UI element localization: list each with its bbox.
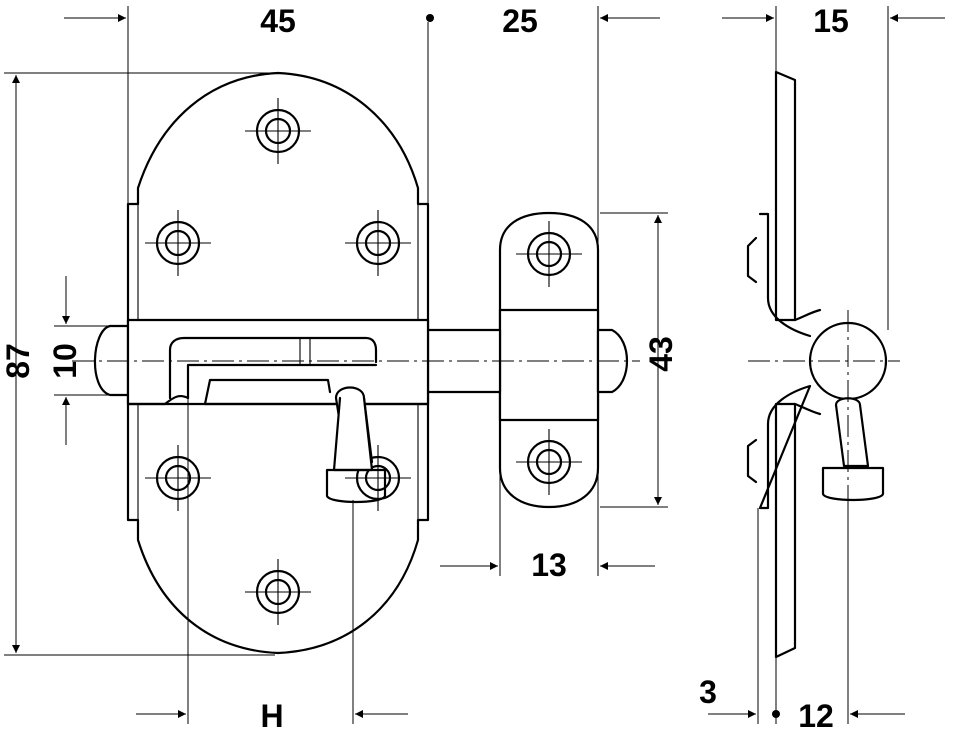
dim-45: 45 — [260, 3, 296, 39]
dim-87: 87 — [0, 343, 36, 379]
dim-25: 25 — [502, 3, 538, 39]
screw-hole-upper-left — [145, 210, 211, 276]
dim-H: H — [260, 698, 283, 730]
bolt-housing — [126, 318, 430, 406]
keeper-plate — [498, 211, 600, 509]
dim-12: 12 — [798, 698, 834, 730]
dim-13: 13 — [531, 547, 567, 583]
dim-43: 43 — [643, 336, 679, 372]
dim-10: 10 — [47, 343, 83, 379]
dimension-lines — [4, 6, 945, 724]
screw-hole-bottom — [245, 559, 311, 625]
screw-hole-upper-right — [345, 210, 411, 276]
dim-3: 3 — [699, 674, 717, 710]
screw-hole-lower-left — [145, 445, 211, 511]
bolt-handle — [325, 386, 387, 504]
dim-15: 15 — [813, 3, 849, 39]
side-view — [746, 70, 900, 659]
screw-hole-top — [245, 98, 311, 164]
